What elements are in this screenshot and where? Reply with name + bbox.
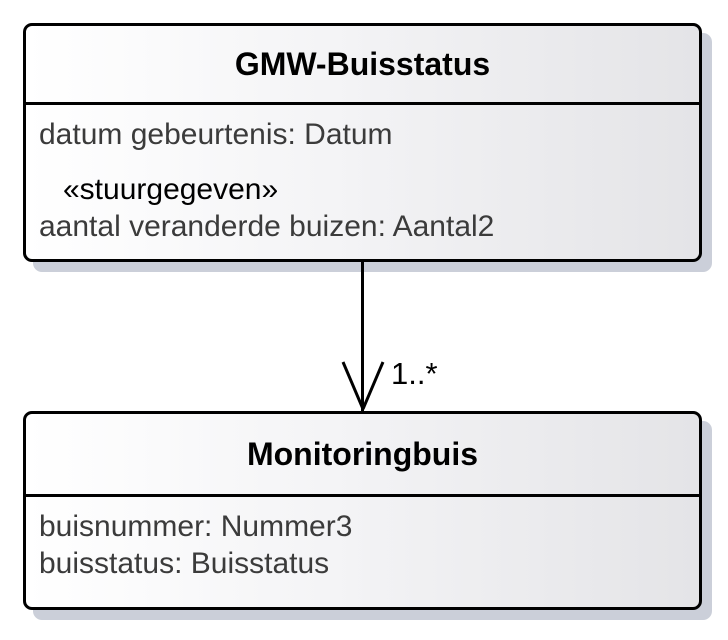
attribute-datum-gebeurtenis: datum gebeurtenis: Datum <box>39 118 393 151</box>
association-line[interactable] <box>361 261 364 412</box>
attribute-aantal-veranderde-buizen: aantal veranderde buizen: Aantal2 <box>39 210 495 243</box>
class-box-gmw-buisstatus[interactable]: GMW-Buisstatus datum gebeurtenis: Datum … <box>23 23 702 262</box>
attributes-compartment: buisnummer: Nummer3 buisstatus: Buisstat… <box>26 497 699 582</box>
stereotype-stuurgegeven: «stuurgegeven» <box>63 173 279 206</box>
open-arrowhead-icon <box>341 361 385 410</box>
class-name-monitoringbuis: Monitoringbuis <box>26 414 699 497</box>
attribute-buisnummer: buisnummer: Nummer3 <box>39 510 353 543</box>
attribute-buisstatus: buisstatus: Buisstatus <box>39 547 330 580</box>
class-box-monitoringbuis[interactable]: Monitoringbuis buisnummer: Nummer3 buiss… <box>23 411 702 610</box>
class-name-gmw-buisstatus: GMW-Buisstatus <box>26 26 699 105</box>
attributes-compartment: datum gebeurtenis: Datum «stuurgegeven» … <box>26 105 699 245</box>
multiplicity-label: 1..* <box>391 356 438 391</box>
